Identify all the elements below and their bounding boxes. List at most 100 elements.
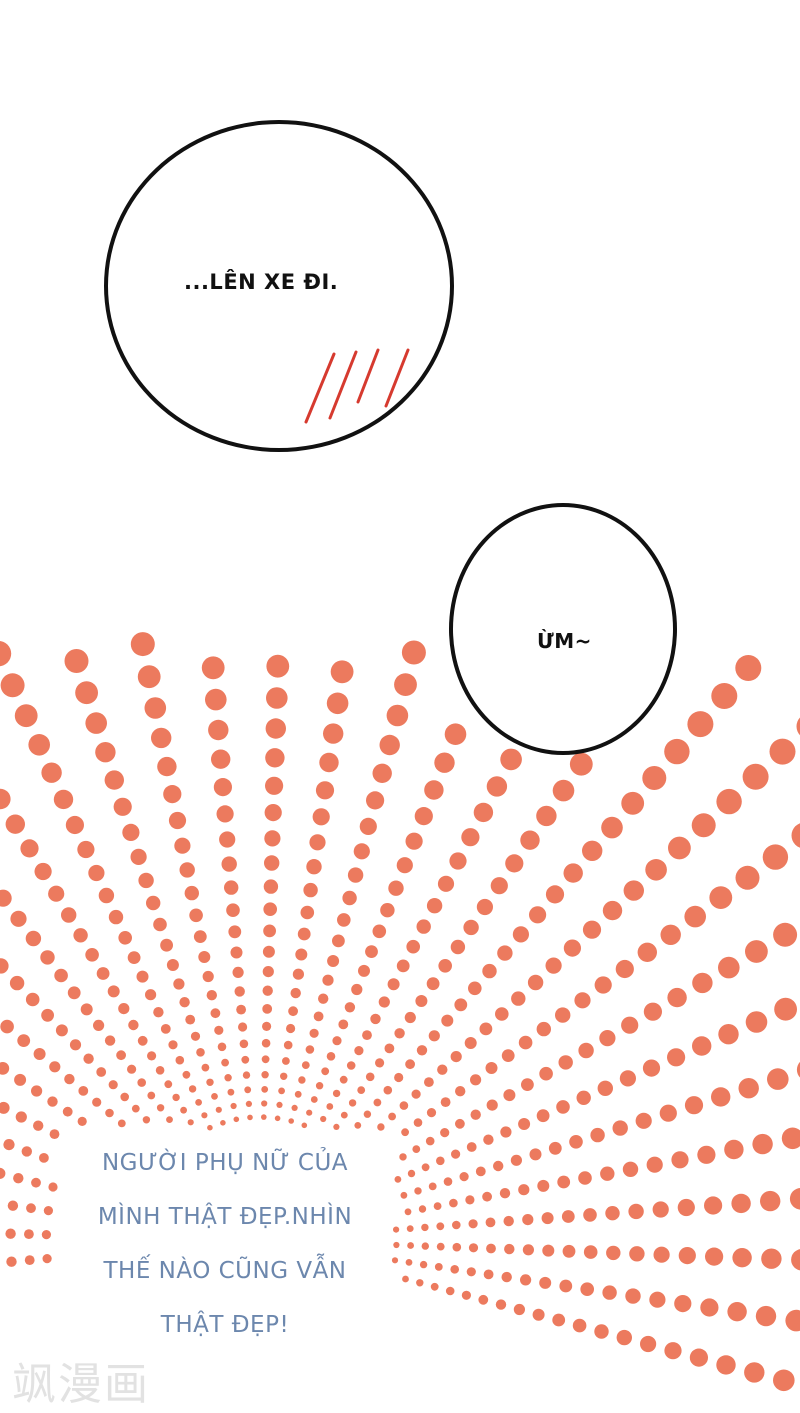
burst-dot bbox=[605, 1206, 620, 1221]
burst-dot bbox=[406, 1225, 414, 1232]
burst-dot bbox=[394, 1072, 404, 1083]
burst-dot bbox=[130, 632, 155, 657]
burst-dot bbox=[301, 1061, 310, 1069]
burst-dot bbox=[318, 993, 329, 1004]
burst-dot bbox=[459, 1172, 469, 1182]
burst-dot bbox=[501, 1049, 515, 1062]
burst-dot bbox=[625, 1288, 641, 1304]
burst-dot bbox=[539, 1276, 552, 1289]
burst-dot bbox=[716, 1355, 736, 1375]
burst-dot bbox=[118, 1003, 130, 1015]
burst-dot bbox=[108, 909, 124, 925]
burst-dot bbox=[28, 734, 50, 756]
burst-dot bbox=[687, 711, 714, 738]
burst-dot bbox=[208, 719, 229, 741]
burst-dot bbox=[262, 1021, 272, 1031]
burst-dot bbox=[599, 1030, 616, 1047]
burst-dot bbox=[263, 879, 279, 894]
narration-line: MÌNH THẬT ĐẸP.NHÌN bbox=[97, 1204, 353, 1230]
burst-dot bbox=[305, 1045, 315, 1054]
burst-dot bbox=[261, 1114, 267, 1120]
burst-dot bbox=[365, 945, 378, 958]
burst-dot bbox=[175, 1055, 185, 1065]
burst-dot bbox=[113, 797, 132, 816]
burst-dot bbox=[404, 1208, 412, 1216]
burst-dot bbox=[300, 905, 315, 920]
burst-dot bbox=[396, 857, 413, 874]
burst-dot bbox=[413, 1118, 423, 1127]
burst-dot bbox=[555, 1007, 571, 1023]
burst-dot bbox=[180, 1106, 188, 1114]
burst-dot bbox=[53, 789, 74, 810]
burst-dot bbox=[264, 830, 281, 847]
burst-dot bbox=[265, 748, 285, 768]
burst-dot bbox=[501, 1271, 512, 1283]
burst-dot bbox=[444, 723, 467, 745]
burst-dot bbox=[486, 776, 508, 797]
burst-dot bbox=[642, 766, 667, 790]
burst-dot bbox=[41, 1008, 54, 1022]
burst-dot bbox=[455, 1118, 465, 1129]
burst-dot bbox=[545, 957, 562, 974]
burst-dot bbox=[166, 959, 179, 971]
burst-dot bbox=[357, 1086, 366, 1094]
burst-dot bbox=[290, 987, 301, 999]
burst-dot bbox=[67, 986, 81, 1000]
burst-dot bbox=[384, 1043, 395, 1054]
burst-dot bbox=[146, 895, 161, 911]
burst-dot bbox=[216, 805, 234, 823]
burst-dot bbox=[75, 681, 98, 705]
burst-dot bbox=[433, 1202, 442, 1210]
burst-dot bbox=[438, 959, 453, 973]
burst-dot bbox=[536, 1021, 551, 1037]
burst-dot bbox=[375, 1058, 385, 1068]
burst-dot bbox=[629, 1246, 645, 1262]
burst-dot bbox=[401, 640, 426, 665]
burst-dot bbox=[426, 898, 443, 914]
burst-dot bbox=[340, 1111, 348, 1119]
burst-dot bbox=[118, 931, 132, 945]
burst-dot bbox=[789, 1188, 800, 1210]
burst-dot bbox=[202, 970, 214, 983]
burst-dot bbox=[33, 1120, 44, 1131]
burst-dot bbox=[105, 1108, 114, 1118]
burst-dot bbox=[478, 1294, 489, 1305]
burst-dot bbox=[261, 1100, 268, 1107]
burst-dot bbox=[414, 1187, 422, 1195]
burst-dot bbox=[394, 673, 417, 696]
burst-dot bbox=[405, 1259, 413, 1266]
burst-dot bbox=[399, 1101, 409, 1110]
burst-dot bbox=[738, 1078, 759, 1099]
burst-dot bbox=[49, 1061, 61, 1073]
burst-dot bbox=[187, 1119, 194, 1126]
burst-dot bbox=[320, 1115, 327, 1123]
burst-dot bbox=[619, 1070, 637, 1087]
burst-dot bbox=[185, 1014, 196, 1025]
burst-dot bbox=[48, 885, 65, 902]
burst-dot bbox=[622, 1161, 639, 1178]
burst-dot bbox=[60, 907, 77, 923]
burst-dot bbox=[377, 1123, 385, 1131]
burst-dot bbox=[151, 727, 172, 749]
burst-dot bbox=[98, 887, 115, 904]
burst-dot bbox=[291, 1104, 298, 1111]
burst-dot bbox=[522, 1214, 534, 1226]
burst-dot bbox=[77, 1116, 87, 1126]
burst-dot bbox=[490, 877, 508, 895]
burst-dot bbox=[582, 840, 603, 861]
burst-dot bbox=[190, 1031, 201, 1041]
burst-dot bbox=[485, 1217, 496, 1228]
burst-dot bbox=[646, 1156, 663, 1173]
burst-dot bbox=[527, 974, 544, 991]
burst-dot bbox=[578, 1042, 594, 1059]
burst-dot bbox=[0, 1019, 14, 1034]
burst-dot bbox=[421, 1223, 429, 1232]
burst-dot bbox=[351, 983, 363, 996]
burst-dot bbox=[601, 816, 623, 839]
burst-dot bbox=[3, 1139, 15, 1151]
burst-dot bbox=[590, 1127, 605, 1143]
burst-dot bbox=[452, 1220, 461, 1230]
burst-dot bbox=[677, 1198, 695, 1217]
burst-dot bbox=[513, 1303, 526, 1316]
burst-dot bbox=[400, 1191, 408, 1199]
